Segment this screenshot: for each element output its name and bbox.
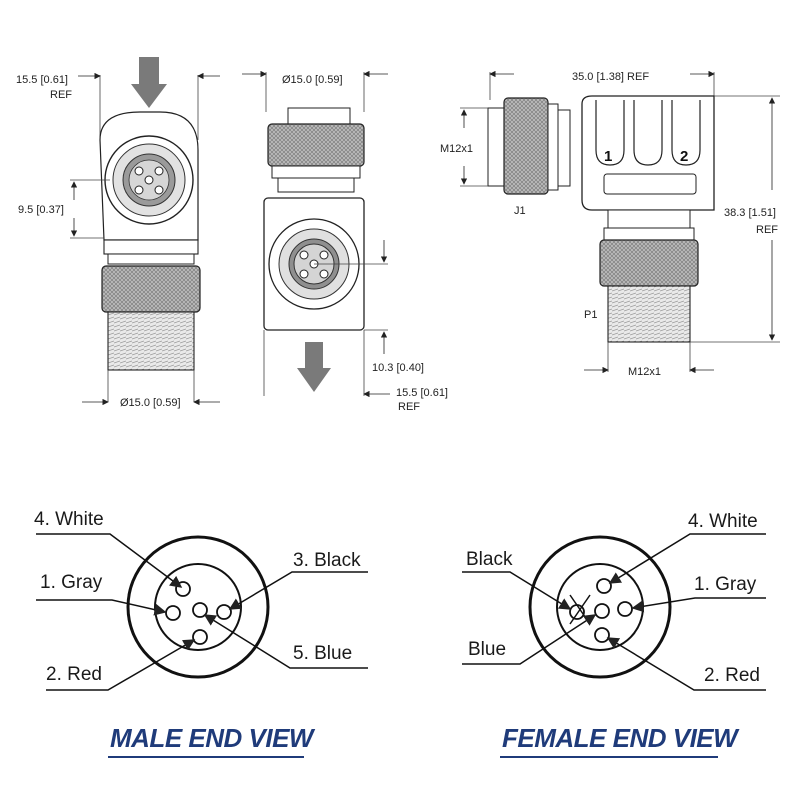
female-pin-label: 4. White — [688, 511, 758, 532]
male-pin-label: 4. White — [34, 509, 104, 530]
male-pin-label: 5. Blue — [293, 643, 352, 664]
side-view: 1 2 35.0 [1.38] REF M12x1 J1 38.3 [1.51]… — [440, 70, 780, 378]
female-pinout: Black Blue 4. White 1. Gray 2. Red FEMAL… — [462, 511, 766, 758]
diameter-dim: Ø15.0 [0.59] — [120, 397, 181, 409]
length-dim: 35.0 [1.38] REF — [572, 71, 649, 83]
direction-arrow-icon — [131, 57, 167, 108]
female-pin-label: Black — [466, 549, 513, 570]
diameter-dim: Ø15.0 [0.59] — [282, 74, 343, 86]
width-ref-dim: 15.5 [0.61] — [16, 74, 68, 86]
male-pin-label: 2. Red — [46, 664, 102, 685]
position-badge-2: 2 — [680, 148, 688, 165]
offset-dim: 10.3 [0.40] — [372, 362, 424, 374]
female-pin-label: 2. Red — [704, 665, 760, 686]
j1-label: J1 — [514, 205, 526, 217]
female-pin-label: Blue — [468, 639, 506, 660]
thread-top-label: M12x1 — [440, 143, 473, 155]
offset-dim: 9.5 [0.37] — [18, 204, 64, 216]
female-view-title: FEMALE END VIEW — [502, 723, 740, 753]
width-ref-suffix: REF — [50, 89, 72, 101]
position-badge-1: 1 — [604, 148, 612, 165]
thread-bottom-label: M12x1 — [628, 366, 661, 378]
height-dim: 38.3 [1.51] — [724, 207, 776, 219]
male-view-title: MALE END VIEW — [110, 723, 316, 753]
front-view-2: Ø15.0 [0.59] 10.3 [0.40] 15.5 [0.61] REF — [242, 70, 448, 413]
p1-label: P1 — [584, 309, 597, 321]
width-ref-dim: 15.5 [0.61] — [396, 387, 448, 399]
male-pinout: 4. White 1. Gray 2. Red 3. Black 5. Blue… — [34, 509, 368, 758]
male-pin-label: 3. Black — [293, 550, 361, 571]
front-view-1: 15.5 [0.61] REF 9.5 [0.37] Ø15.0 [0.59] — [16, 57, 220, 409]
male-pin-label: 1. Gray — [40, 572, 103, 593]
height-suffix: REF — [756, 224, 778, 236]
female-pin-label: 1. Gray — [694, 574, 757, 595]
width-ref-suffix: REF — [398, 401, 420, 413]
direction-arrow-icon — [297, 342, 331, 392]
